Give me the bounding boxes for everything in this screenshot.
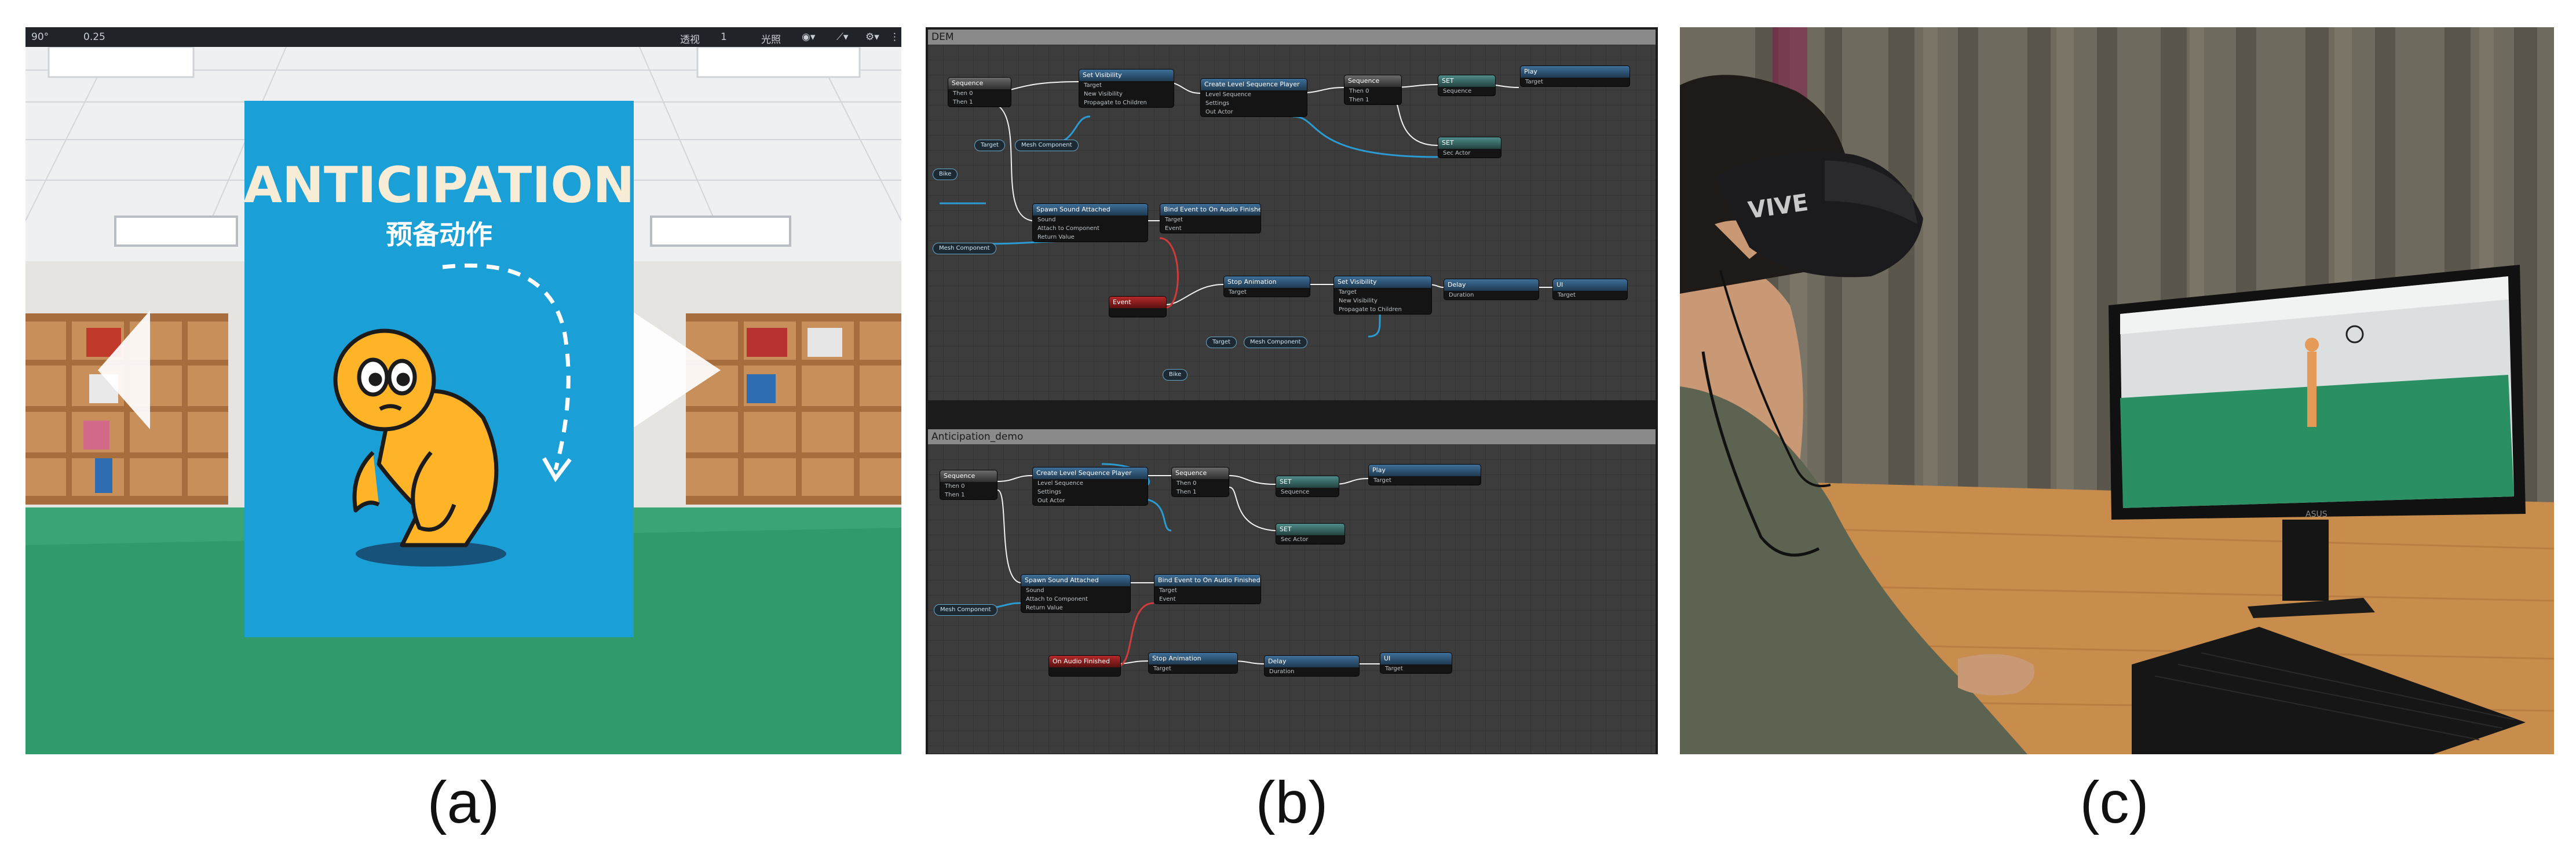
bp-node-sequence-3[interactable]: Sequence Then 0 Then 1 [940, 470, 997, 500]
bp-node-delay-1[interactable]: Delay Duration [1444, 279, 1539, 300]
bp-node-ui-2[interactable]: UI Target [1380, 652, 1452, 674]
bp-node-bind-event-1[interactable]: Bind Event to On Audio Finished Target E… [1160, 203, 1261, 233]
caption-b: (b) [1255, 769, 1328, 835]
bp-node-set-visibility-2[interactable]: Set Visibility Target New Visibility Pro… [1333, 276, 1432, 315]
toolbar-layout[interactable]: 1 [721, 31, 727, 43]
motion-path-icon [442, 263, 571, 470]
top-graph-tab[interactable]: DEM [928, 30, 1656, 45]
var-target-2[interactable]: Target [1206, 337, 1237, 348]
toolbar-more-icon[interactable]: ⋮ [890, 31, 900, 43]
bp-node-sequence-1[interactable]: Sequence Then 0 Then 1 [948, 77, 1011, 107]
bp-node-delay-2[interactable]: Delay Duration [1264, 655, 1360, 677]
toolbar-snap-icon[interactable]: ⟋▾ [836, 31, 849, 43]
bp-node-set-sequence[interactable]: SET Sequence [1438, 75, 1496, 96]
toolbar-speed[interactable]: 0.25 [83, 31, 105, 43]
bp-node-sequence-4[interactable]: Sequence Then 0 Then 1 [1171, 467, 1229, 497]
monitor-brand: ASUS [2305, 510, 2327, 519]
monitor: ASUS [2109, 265, 2526, 618]
bp-node-bind-event-2[interactable]: Bind Event to On Audio Finished Target E… [1154, 574, 1261, 604]
bp-node-sequence-2[interactable]: Sequence Then 0 Then 1 [1344, 75, 1402, 105]
anticipation-poster: ANTICIPATION 预备动作 [243, 101, 635, 637]
panel-c-user-photo: ASUS VIVE [1680, 27, 2554, 754]
var-mesh-component-4[interactable]: Mesh Component [934, 604, 997, 616]
photo-scene: ASUS VIVE [1680, 27, 2554, 754]
var-mesh-component-1[interactable]: Mesh Component [1015, 140, 1079, 151]
caption-a: (a) [427, 769, 500, 835]
panel-a-vr-scene: 90° 0.25 透视 1 光照 ◉▾ ⟋▾ ⚙▾ ⋮ [25, 27, 901, 754]
bp-node-ui-1[interactable]: UI Target [1552, 279, 1628, 300]
next-arrow-icon [631, 311, 721, 429]
room-scene: ANTICIPATION 预备动作 [25, 47, 901, 754]
blueprint-graph-bottom[interactable]: Anticipation_demo Sequence [928, 429, 1656, 754]
viewport-toolbar: 90° 0.25 透视 1 光照 ◉▾ ⟋▾ ⚙▾ ⋮ [25, 27, 901, 47]
previous-arrow-icon [98, 311, 150, 429]
blueprint-graph-top[interactable]: DEM [928, 30, 1656, 400]
var-mesh-component-2[interactable]: Mesh Component [933, 243, 996, 254]
bp-node-stop-animation-2[interactable]: Stop Animation Target [1148, 652, 1238, 674]
caption-c: (c) [2080, 769, 2149, 835]
bp-node-set-sec-actor-2[interactable]: SET Sec Actor [1276, 523, 1345, 545]
bottom-graph-tab[interactable]: Anticipation_demo [928, 429, 1656, 444]
bp-node-stop-animation-1[interactable]: Stop Animation Target [1223, 276, 1310, 297]
panel-b-blueprint-editor: DEM [926, 27, 1658, 754]
bp-node-spawn-sound-attached-1[interactable]: Spawn Sound Attached Sound Attach to Com… [1032, 203, 1148, 242]
bp-node-set-visibility-1[interactable]: Set Visibility Target New Visibility Pro… [1079, 69, 1174, 108]
bp-node-on-audio-finished[interactable]: On Audio Finished [1048, 655, 1121, 677]
var-bike-1[interactable]: Bike [933, 169, 958, 180]
bottom-wires [974, 463, 1380, 668]
right-bookshelf [686, 313, 901, 505]
toolbar-fov[interactable]: 90° [31, 31, 49, 43]
toolbar-lighting[interactable]: 光照 [761, 34, 781, 46]
var-bike-2[interactable]: Bike [1163, 369, 1188, 381]
var-mesh-component-3[interactable]: Mesh Component [1244, 337, 1307, 348]
poster-title: ANTICIPATION [243, 156, 634, 214]
toolbar-show-icon[interactable]: ◉▾ [802, 31, 816, 43]
bp-node-custom-event[interactable]: Event [1109, 296, 1167, 317]
toolbar-settings-icon[interactable]: ⚙▾ [865, 31, 879, 43]
bp-node-create-level-sequence-player-2[interactable]: Create Level Sequence Player Level Seque… [1032, 467, 1148, 506]
toolbar-perspective[interactable]: 透视 [680, 34, 700, 46]
bp-node-spawn-sound-attached-2[interactable]: Spawn Sound Attached Sound Attach to Com… [1021, 574, 1131, 613]
bp-node-create-level-sequence-player[interactable]: Create Level Sequence Player Level Seque… [1200, 78, 1307, 117]
var-target-1[interactable]: Target [974, 140, 1005, 151]
bp-node-play-1[interactable]: Play Target [1520, 65, 1630, 87]
poster-subtitle: 预备动作 [386, 219, 492, 250]
bp-node-set-sec-actor[interactable]: SET Sec Actor [1438, 137, 1501, 158]
bp-node-play-2[interactable]: Play Target [1368, 464, 1481, 485]
bp-node-set-sequence-2[interactable]: SET Sequence [1276, 476, 1339, 497]
left-bookshelf [25, 313, 228, 505]
vr-headset: VIVE [1701, 152, 1923, 557]
character-illustration [333, 328, 499, 547]
